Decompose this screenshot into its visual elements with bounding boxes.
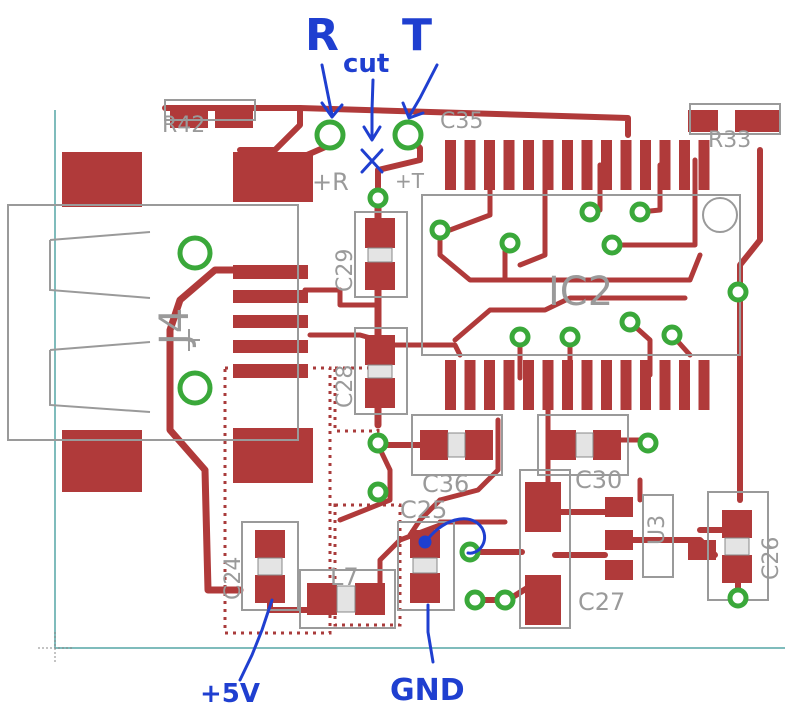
- vias: [177, 119, 749, 611]
- origin-marker: [38, 632, 72, 662]
- label-u3: U3: [645, 515, 670, 545]
- label-r33: R33: [708, 128, 751, 153]
- label-c35: C35: [440, 109, 483, 134]
- ic2-pin-bottom: [503, 360, 515, 410]
- annotation-cut: cut: [343, 49, 389, 79]
- ic2-pin-bottom: [562, 360, 573, 410]
- ic2-pin-top: [620, 140, 632, 190]
- label-j4: J4: [152, 308, 198, 348]
- label-ic2: IC2: [548, 269, 613, 315]
- ic2-pin-bottom: [464, 360, 476, 410]
- component-bodies: [257, 247, 750, 613]
- label-c30: C30: [575, 466, 622, 494]
- ic2-pin-top: [679, 140, 690, 190]
- ic2-pin-top: [640, 140, 651, 190]
- hand-annotations: [238, 63, 487, 682]
- ic2-pin-bottom: [640, 360, 651, 410]
- ic2-pin-top: [445, 140, 456, 190]
- ic2-pin-top: [503, 140, 515, 190]
- label-l7: L7: [330, 563, 359, 591]
- ic2-pin-bottom: [601, 360, 612, 410]
- label-c25: C25: [400, 496, 447, 524]
- label-r42: R42: [162, 113, 205, 138]
- label-pad-t: +T: [395, 169, 425, 193]
- label-pad-r: +R: [312, 168, 349, 196]
- ic2-pin-top: [659, 140, 671, 190]
- label-c27: C27: [578, 588, 625, 616]
- ic2-pin-bottom: [581, 360, 593, 410]
- j4-pads: [62, 152, 313, 492]
- ic2-pin-top: [542, 140, 554, 190]
- ic2-top-pins: [445, 140, 710, 190]
- ic2-pin-bottom: [523, 360, 534, 410]
- ic2-bottom-pins: [445, 360, 710, 410]
- board-outline: [54, 110, 785, 649]
- ic2-pin-top: [601, 140, 612, 190]
- silkscreen-labels: J4 IC2 C29 C28 C36 C30 C25 C24 L7 C27 U3…: [152, 109, 784, 616]
- ic2-pin-bottom: [620, 360, 632, 410]
- ic2-pin-top: [523, 140, 534, 190]
- label-c26: C26: [759, 537, 784, 580]
- ic2-pin-top: [562, 140, 573, 190]
- ic2-pin-top: [464, 140, 476, 190]
- ic2-pin-bottom: [679, 360, 690, 410]
- ic2-pin-top: [698, 140, 710, 190]
- label-c24: C24: [221, 557, 246, 600]
- ic2-pin-top: [581, 140, 593, 190]
- ic2-pin-bottom: [484, 360, 495, 410]
- annotation-t: T: [402, 10, 432, 61]
- smd-pads: [170, 110, 780, 625]
- label-c28: C28: [333, 365, 358, 408]
- hand-annotation-labels: R cut T +5V GND: [200, 10, 465, 706]
- label-c29: C29: [333, 249, 358, 292]
- ic2-pin-bottom: [698, 360, 710, 410]
- annotation-gnd: GND: [390, 673, 465, 706]
- ic2-pin-top: [484, 140, 495, 190]
- ic2-pin-bottom: [542, 360, 554, 410]
- ic2-pin-bottom: [445, 360, 456, 410]
- label-c36: C36: [422, 470, 469, 498]
- annotation-plus5v: +5V: [200, 679, 260, 706]
- ic2-pin-bottom: [659, 360, 671, 410]
- annotation-r: R: [305, 10, 339, 61]
